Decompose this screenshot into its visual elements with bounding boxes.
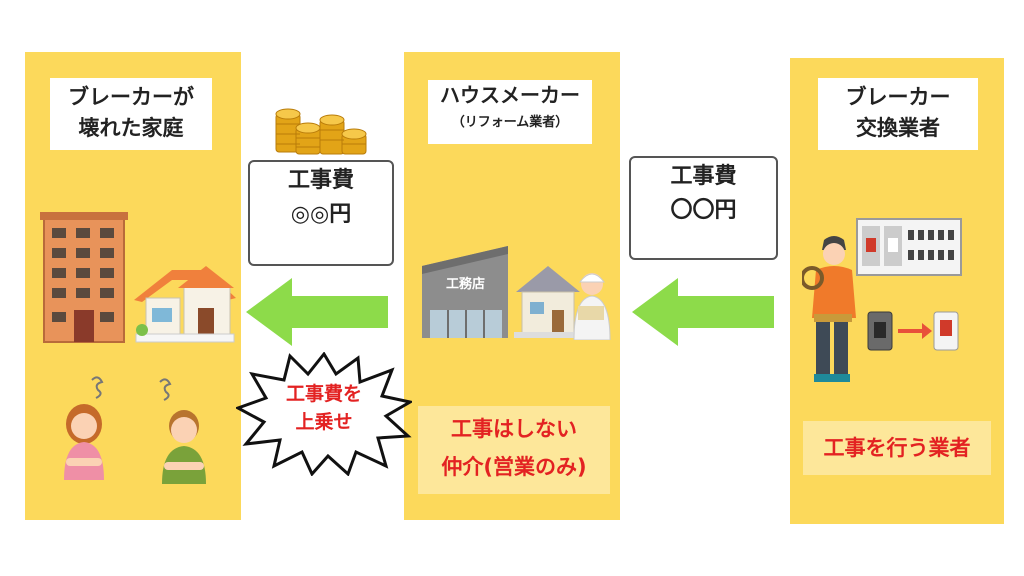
markup-cost-box: 工事費 ◎◎円 [248,160,394,266]
household-title: ブレーカーが 壊れた家庭 [50,78,212,150]
house-with-worker-icon [514,266,611,340]
actual-cost-box: 工事費 〇〇円 [629,156,778,260]
household-title-line1: ブレーカーが [68,85,194,109]
construction-shop-icon: 工務店 [422,246,508,338]
shop-sign-text: 工務店 [446,276,485,292]
contractor-title-line2: 交換業者 [856,116,940,140]
house-maker-description-line1: 工事はしない [451,417,577,441]
coins-icon [275,108,367,155]
worried-man-icon [159,378,206,484]
contractor-description: 工事を行う業者 [803,421,991,475]
house-maker-description-line2: 仲介(営業のみ) [441,455,587,479]
house-icon [134,266,236,343]
arrow-left-icon [632,278,774,346]
breaker-panel-icon [856,218,962,276]
breaker-replacement-icon [867,311,959,351]
contractor-title: ブレーカー 交換業者 [818,78,978,150]
actual-cost-amount: 〇〇円 [670,198,737,223]
electrician-icon [802,236,856,382]
apartment-building-icon [40,212,128,343]
house-maker-description: 工事はしない 仲介(営業のみ) [418,406,610,494]
markup-burst-text: 工事費を 上乗せ [236,380,412,436]
house-maker-subtitle: （リフォーム業者） [451,115,569,130]
actual-cost-label: 工事費 [670,164,737,189]
arrow-left-icon [246,278,388,346]
markup-burst-line2: 上乗せ [295,411,353,433]
house-maker-title: ハウスメーカー （リフォーム業者） [428,80,592,144]
markup-cost-amount: ◎◎円 [290,202,352,227]
house-maker-title-main: ハウスメーカー [440,83,580,107]
markup-burst [236,352,412,476]
markup-cost-label: 工事費 [287,168,354,193]
markup-burst-line1: 工事費を [285,383,362,405]
contractor-title-line1: ブレーカー [845,85,951,109]
worried-woman-icon [64,376,104,480]
household-title-line2: 壊れた家庭 [78,116,184,140]
